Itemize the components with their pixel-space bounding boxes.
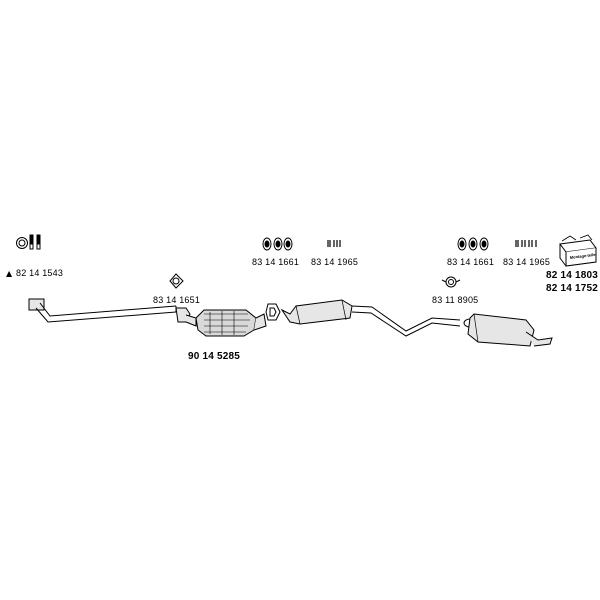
ring-icon bbox=[16, 237, 28, 249]
front-pipe-flange bbox=[28, 298, 45, 311]
part-label-rubber-mount-mid: 83 14 1661 bbox=[252, 257, 300, 267]
kit-box-caption: Montage-teile bbox=[570, 252, 597, 260]
rear-silencer bbox=[467, 313, 553, 347]
front-pipe-body bbox=[35, 302, 177, 323]
part-label-clamp-set-mid: 83 14 1965 bbox=[311, 257, 359, 267]
rear-pipe bbox=[351, 305, 461, 337]
clamp-icon bbox=[327, 240, 341, 247]
part-label-catalytic-converter: 90 14 5285 bbox=[188, 351, 241, 362]
catalytic-converter bbox=[195, 309, 267, 337]
bolt-icon bbox=[29, 234, 41, 250]
mid-gaskets bbox=[265, 303, 281, 321]
part-label-gasket-rear: 83 11 8905 bbox=[432, 295, 479, 305]
gasket-icon bbox=[169, 273, 184, 289]
clamp-icon bbox=[515, 240, 537, 247]
front-flange bbox=[175, 307, 197, 327]
middle-silencer bbox=[280, 299, 353, 325]
triangle-marker-icon: ▲ bbox=[6, 269, 13, 278]
rubber-mount-icon bbox=[457, 237, 489, 251]
rubber-mount-icon bbox=[262, 237, 293, 251]
mounting-kit-box-icon bbox=[559, 234, 597, 267]
part-label-clamp-set-rear: 83 14 1965 bbox=[503, 257, 551, 267]
part-label-mounting-kit-1: 82 14 1803 bbox=[546, 270, 599, 281]
part-label-rubber-mount-rear: 83 14 1661 bbox=[447, 257, 495, 267]
part-label-gasket-kit: 82 14 1543 bbox=[16, 268, 64, 278]
part-label-gasket-front: 83 14 1651 bbox=[153, 295, 201, 305]
part-label-mounting-kit-2: 82 14 1752 bbox=[546, 283, 599, 294]
gasket-icon bbox=[441, 276, 461, 288]
